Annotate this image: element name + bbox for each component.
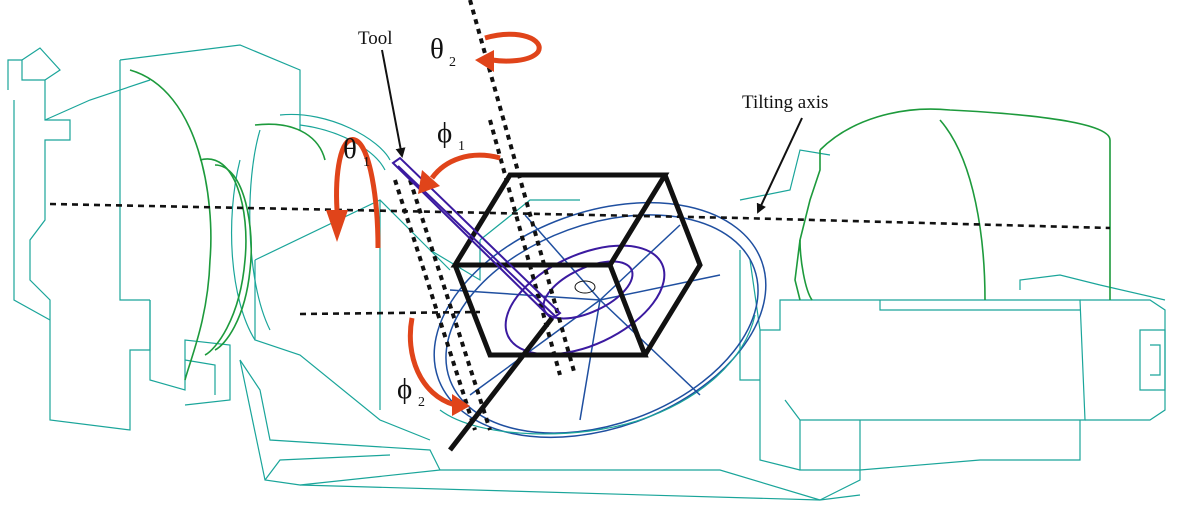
workpiece-axis-a xyxy=(488,119,562,376)
tilting-axis-label: Tilting axis xyxy=(742,92,828,113)
svg-text:2: 2 xyxy=(449,55,456,70)
tool-pointer-line xyxy=(381,49,406,158)
phi2-rotation-arrow xyxy=(407,317,470,416)
svg-text:ϕ: ϕ xyxy=(397,373,412,405)
tilting-axis-pointer-line xyxy=(756,117,803,214)
svg-text:2: 2 xyxy=(418,395,425,410)
phi1-label: ϕ 1 xyxy=(437,117,465,154)
tool-label: Tool xyxy=(358,28,393,49)
svg-text:θ: θ xyxy=(343,133,357,165)
tool-axis-line-b xyxy=(408,179,492,431)
phi2-label: ϕ 2 xyxy=(397,373,425,410)
theta2-rotation-arrow xyxy=(475,31,542,72)
workpiece-cube xyxy=(450,172,703,358)
svg-text:θ: θ xyxy=(430,33,444,65)
theta1-label: θ 1 xyxy=(343,133,370,170)
theta2-label: θ 2 xyxy=(430,33,456,70)
right-housing xyxy=(794,108,1111,301)
left-housing xyxy=(129,69,326,381)
svg-text:1: 1 xyxy=(363,155,370,170)
svg-text:1: 1 xyxy=(458,139,465,154)
tilting-axis-line xyxy=(49,202,1111,230)
svg-text:ϕ: ϕ xyxy=(437,117,452,149)
theta1-rotation-arrow xyxy=(326,137,381,249)
horizontal-reference-line xyxy=(299,310,481,316)
tool-axis-line-a xyxy=(393,179,477,431)
phi1-rotation-arrow xyxy=(418,152,501,194)
